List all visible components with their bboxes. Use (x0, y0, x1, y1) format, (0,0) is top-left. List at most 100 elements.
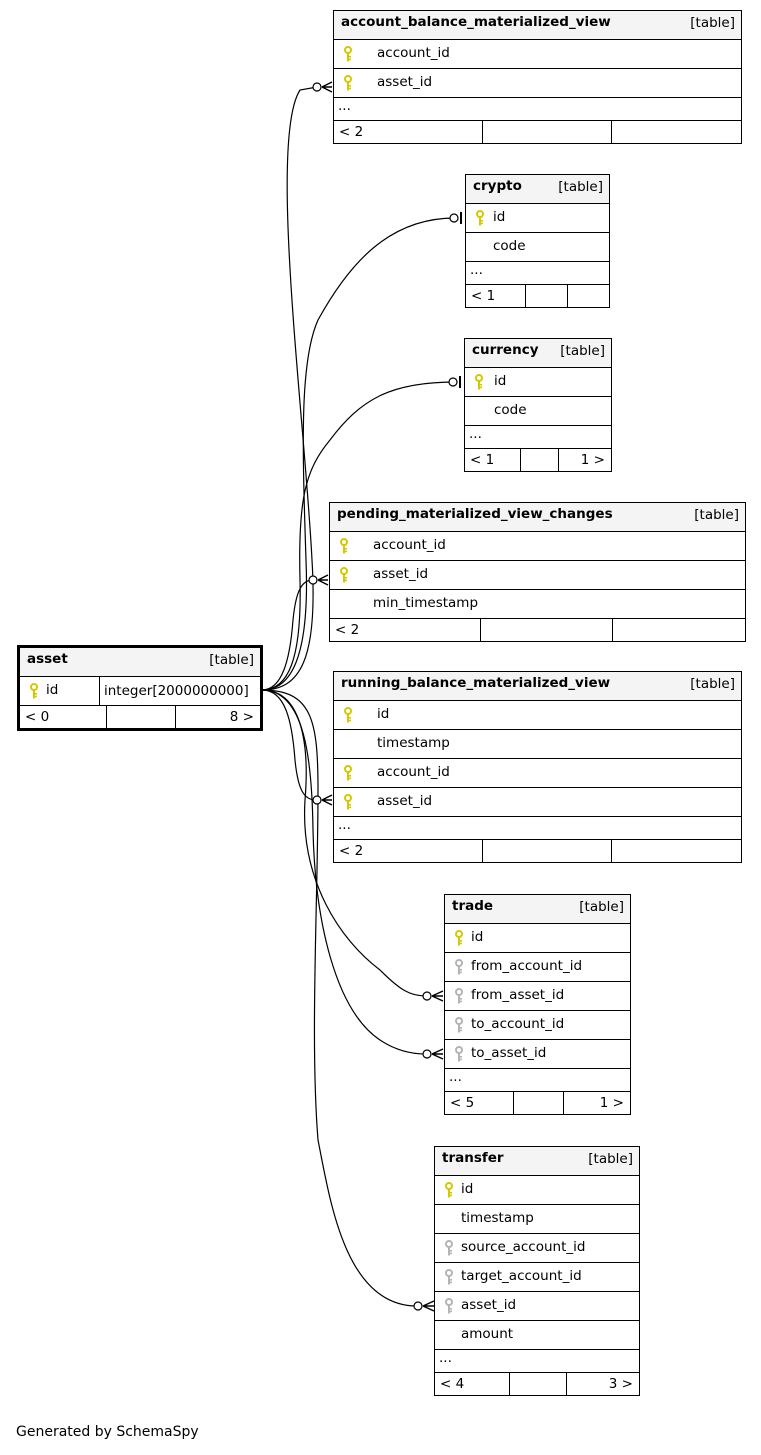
table-pending-materialized-view-changes[interactable]: pending_materialized_view_changes [table]… (329, 502, 746, 642)
primary-key-icon (344, 46, 352, 62)
table-type: [table] (579, 899, 624, 915)
column-row: id (466, 204, 609, 233)
column-row: asset_id (334, 788, 741, 817)
edge-asset-currency (261, 381, 456, 691)
column-name: source_account_id (461, 1239, 586, 1255)
edge-end-trade-to (422, 1049, 432, 1059)
table-name: transfer (442, 1150, 504, 1166)
table-type: [table] (588, 1151, 633, 1167)
table-account-balance-materialized-view[interactable]: account_balance_materialized_view [table]… (333, 10, 742, 144)
column-name: id (471, 929, 484, 945)
parents-count: < 0 (25, 709, 50, 725)
table-transfer[interactable]: transfer[table] id timestamp source_acco… (434, 1146, 640, 1396)
foreign-key-icon (455, 1046, 463, 1062)
column-name: asset_id (461, 1297, 517, 1313)
children-count: 8 > (229, 709, 254, 725)
primary-key-icon (340, 538, 348, 554)
column-name: min_timestamp (373, 595, 479, 611)
parents-count: < 2 (339, 843, 364, 859)
parents-count: < 2 (335, 622, 360, 638)
table-type: [table] (694, 507, 739, 523)
table-footer: < 2 (334, 121, 741, 143)
edge-asset-account-balance (261, 86, 318, 691)
children-count: 1 > (580, 452, 605, 468)
table-currency[interactable]: currency[table] id code ... < 1 1 > (464, 338, 612, 472)
children-count: 1 > (599, 1095, 624, 1111)
column-name: code (494, 402, 527, 418)
edge-asset-trade-to (261, 689, 427, 1055)
table-name: trade (452, 898, 494, 914)
table-footer: < 2 (334, 840, 741, 862)
primary-key-icon (30, 683, 38, 699)
edge-end-account-balance (312, 82, 322, 92)
column-row: to_account_id (445, 1011, 630, 1040)
edge-end-pending (308, 575, 318, 585)
column-row: account_id (334, 40, 741, 69)
crowfoot-trade-to (431, 1048, 444, 1060)
table-crypto[interactable]: crypto [table] id code ... < 1 (465, 174, 610, 308)
column-name: account_id (377, 45, 450, 61)
column-name: asset_id (373, 566, 429, 582)
table-footer: < 5 1 > (445, 1092, 630, 1114)
primary-key-icon (340, 567, 348, 583)
primary-key-icon (344, 75, 352, 91)
crowfoot-account-balance (321, 81, 333, 93)
more-columns: ... (445, 1069, 630, 1092)
table-running-balance-materialized-view[interactable]: running_balance_materialized_view [table]… (333, 671, 742, 863)
column-row: id (465, 368, 611, 397)
table-name: running_balance_materialized_view (341, 675, 611, 691)
column-name: from_asset_id (471, 987, 565, 1003)
column-row: account_id (330, 532, 745, 561)
generated-by-note: Generated by SchemaSpy (16, 1424, 199, 1440)
parents-count: < 4 (440, 1376, 465, 1392)
foreign-key-icon (455, 988, 463, 1004)
column-name: id (46, 682, 59, 698)
table-footer: < 2 (330, 619, 745, 641)
column-row: id (435, 1176, 639, 1205)
table-trade[interactable]: trade [table] id from_account_id from_ass… (444, 894, 631, 1115)
primary-key-icon (455, 930, 463, 946)
column-name: asset_id (377, 793, 433, 809)
edge-end-crypto (449, 213, 459, 223)
column-row: account_id (334, 759, 741, 788)
column-row: asset_id (334, 69, 741, 98)
edge-asset-pending (261, 579, 314, 691)
table-type: [table] (690, 676, 735, 692)
column-name: id (494, 373, 507, 389)
primary-key-icon (445, 1182, 453, 1198)
column-row: id (334, 701, 741, 730)
more-columns: ... (334, 98, 741, 121)
table-type: [table] (209, 652, 254, 668)
parents-count: < 5 (450, 1095, 475, 1111)
column-row: from_asset_id (445, 982, 630, 1011)
children-count: 3 > (608, 1376, 633, 1392)
edge-asset-transfer (261, 689, 418, 1307)
column-row: code (466, 233, 609, 262)
foreign-key-icon (455, 959, 463, 975)
table-type: [table] (558, 179, 603, 195)
foreign-key-icon (445, 1298, 453, 1314)
column-name: target_account_id (461, 1268, 582, 1284)
column-row: code (465, 397, 611, 426)
column-name: asset_id (377, 74, 433, 90)
more-columns: ... (466, 262, 609, 285)
column-name: account_id (377, 764, 450, 780)
table-name: account_balance_materialized_view (341, 14, 611, 30)
parents-count: < 2 (339, 124, 364, 140)
column-row: asset_id (435, 1292, 639, 1321)
column-row: from_account_id (445, 953, 630, 982)
table-name: crypto (473, 178, 522, 194)
table-footer: < 1 1 > (465, 449, 611, 471)
parents-count: < 1 (470, 452, 495, 468)
table-type: [table] (560, 343, 605, 359)
table-name: pending_materialized_view_changes (337, 506, 613, 522)
more-columns: ... (465, 426, 611, 449)
table-type: [table] (690, 15, 735, 31)
primary-key-icon (476, 210, 484, 226)
primary-key-icon (344, 707, 352, 723)
table-footer: < 1 (466, 285, 609, 307)
primary-key-icon (344, 765, 352, 781)
